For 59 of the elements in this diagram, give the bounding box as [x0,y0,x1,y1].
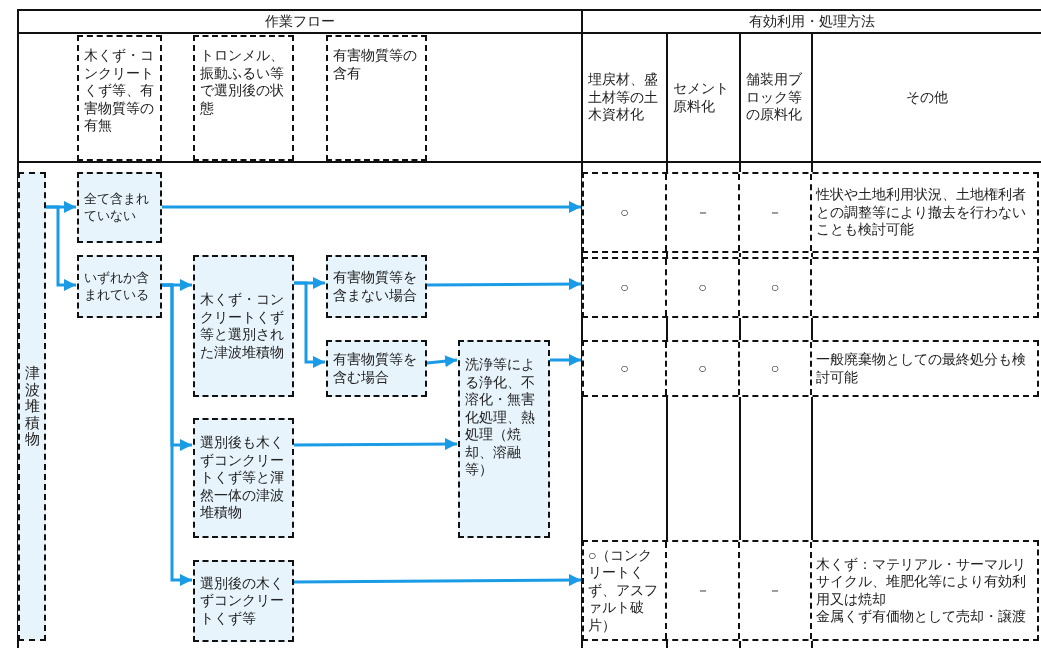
column-header: 有効利用・処理方法 [748,12,875,31]
cell-text: 一般廃棄物としての最終処分も検討可能 [816,351,1027,386]
node-text: 選別後も木くずコンクリートくず等と渾然一体の津波堆積物 [200,434,285,522]
node-text: 有害物質等を含む場合 [333,351,418,386]
process-box [18,172,46,641]
result-row [582,340,1039,397]
header-box [326,35,427,161]
cell-text: － [695,581,710,600]
column-header: 舗装用ブロック等の原料化 [746,71,803,124]
arrow [162,201,581,213]
arrow [294,438,457,451]
process-box [77,255,162,318]
column-header: 埋戻材、盛土材等の土木資材化 [588,71,659,124]
cell-text: ○ [770,359,780,378]
arrow [294,281,325,368]
node-text: 有害物質等を含まない場合 [333,269,418,304]
arrow [426,355,458,368]
cell-text: － [695,203,710,222]
arrow [162,283,192,586]
cell-text: ○（コンクリートくず、アスファルト破片） [588,547,659,634]
column-header: その他 [905,88,948,107]
process-box [193,418,294,538]
cell-text: 木くず：マテリアル・サーマルリサイクル、堆肥化等により有効利用又は焼却 [816,555,1027,608]
cell-text: ○ [698,359,707,378]
cell-text: ○ [620,359,629,378]
cell-text: ○ [698,278,707,297]
cell-text: － [768,581,782,600]
node-text: 木くず・コンクリートくず等、有害物質等の有無 [84,47,155,135]
cell-text: ○ [770,278,780,297]
arrow [46,205,76,291]
node-text: トロンメル、振動ふるい等で選別後の状態 [200,47,285,117]
result-row [582,540,1039,641]
cell-text: 性状や土地利用状況、土地権利者との調整等により撤去を行わないことも検討可能 [816,186,1027,239]
node-text: 全て含まれていない [84,191,150,224]
process-box [458,340,550,538]
result-row [582,257,1039,318]
column-header: セメント原料化 [673,80,730,115]
cell-text: 金属くず有価物として売却・譲渡 [816,607,1026,626]
node-text: 有害物質等の含有 [333,47,418,82]
header-box [77,35,162,161]
process-box [193,560,294,642]
process-box [193,255,294,397]
node-text: 木くず・コンクリートくず等と選別された津波堆積物 [200,291,285,361]
node-text: 洗浄等による浄化、不溶化・無害化処理、熱処理（焼却、溶融等） [465,356,536,479]
process-box [326,340,427,397]
arrow [294,574,581,587]
process-box [326,255,427,318]
cell-text: － [768,203,782,222]
cell-text: ○ [620,278,629,297]
result-row [582,172,1039,253]
process-box [77,172,162,243]
node-text: 津波堆積物 [24,365,40,448]
arrow [550,354,581,366]
node-text: いずれか含まれている [84,270,150,303]
column-header: 作業フロー [265,12,335,31]
node-text: 選別後の木くずコンクリートくず等 [200,574,285,628]
header-box [193,35,294,161]
arrow [427,278,581,291]
cell-text: ○ [620,203,629,222]
